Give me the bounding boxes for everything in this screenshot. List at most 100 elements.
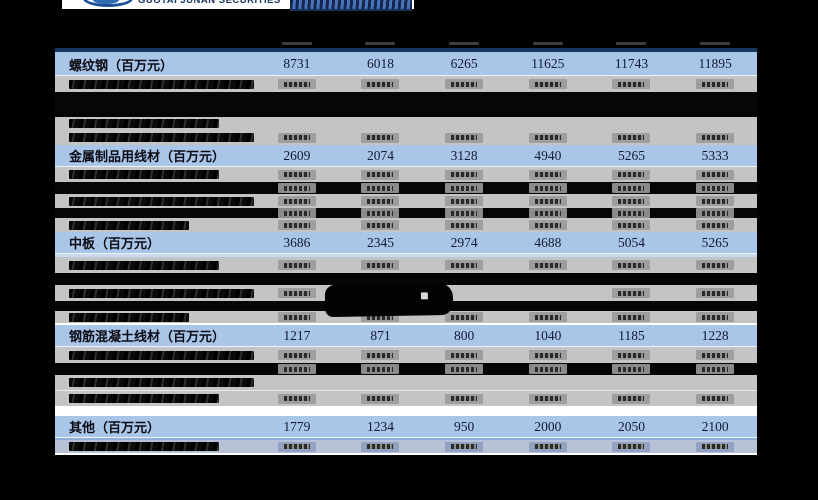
- cell-value: 800: [454, 327, 475, 343]
- revenue-table: 螺纹钢（百万元） 8731 6018 6265 11625 11743 1189…: [55, 38, 757, 455]
- redacted-row: [55, 117, 757, 130]
- redacted-value: [612, 132, 651, 143]
- redacted-value: [696, 169, 735, 180]
- cell-value: 1234: [366, 418, 394, 434]
- redacted-value: [277, 393, 316, 404]
- redacted-value: [696, 196, 735, 206]
- row-label: 其他（百万元）: [69, 420, 161, 435]
- redacted-value: [696, 441, 735, 452]
- redacted-label: [69, 220, 189, 230]
- redacted-header-cell: [281, 41, 312, 45]
- cell-value: 2100: [701, 418, 729, 434]
- redacted-value: [445, 393, 484, 404]
- redaction-bar: [55, 208, 757, 218]
- redacted-value: [445, 350, 484, 360]
- redacted-value: [612, 350, 651, 360]
- redacted-value: [612, 288, 651, 298]
- redacted-value: [612, 220, 651, 230]
- redacted-label: [69, 260, 219, 270]
- redacted-label: [69, 119, 219, 128]
- redacted-value: [445, 441, 484, 452]
- row-separator: [55, 406, 757, 416]
- redacted-value: [696, 288, 735, 298]
- redacted-value: [612, 393, 651, 404]
- redacted-value: [528, 441, 567, 452]
- cell-value: 6018: [366, 56, 394, 71]
- redacted-value: [445, 183, 484, 193]
- redacted-value: [528, 132, 567, 143]
- redaction-bar: [55, 273, 757, 285]
- redacted-row: [55, 194, 757, 208]
- redacted-row: [55, 167, 757, 182]
- redacted-value: [445, 169, 484, 180]
- cell-value: 5265: [617, 147, 645, 163]
- cell-value: 2974: [450, 234, 478, 250]
- redacted-row: [55, 390, 757, 406]
- redacted-value: [528, 364, 567, 374]
- table-row-rebar: 螺纹钢（百万元） 8731 6018 6265 11625 11743 1189…: [55, 53, 757, 76]
- row-separator: [55, 254, 757, 257]
- table-row-other: 其他（百万元） 1779 1234 950 2000 2050 2100: [55, 416, 757, 438]
- cell-value: 1779: [283, 418, 311, 434]
- guotai-junan-logo-icon: [83, 0, 133, 7]
- redacted-value: [445, 220, 484, 230]
- redacted-value: [528, 220, 567, 230]
- table-header-redacted: [55, 38, 757, 48]
- redacted-value: [612, 364, 651, 374]
- redaction-bar: [55, 363, 757, 375]
- redacted-value: [277, 288, 316, 298]
- redacted-value: [696, 79, 735, 89]
- cell-value: 11895: [698, 56, 732, 71]
- redacted-value: [528, 312, 567, 322]
- redacted-value: [445, 132, 484, 143]
- redacted-label: [69, 442, 219, 451]
- cell-value: 3128: [450, 147, 478, 163]
- cell-value: 4940: [534, 147, 562, 163]
- redacted-label: [69, 378, 254, 387]
- redacted-value: [361, 220, 400, 230]
- cell-value: 11625: [531, 56, 565, 71]
- table-top-border: [55, 48, 757, 53]
- row-label: 中板（百万元）: [69, 236, 161, 251]
- redacted-value: [696, 260, 735, 270]
- redacted-value: [528, 79, 567, 89]
- redacted-value: [696, 208, 735, 218]
- cell-value: 1228: [701, 327, 729, 343]
- redacted-header-cell: [616, 41, 647, 45]
- redacted-label: [69, 170, 219, 179]
- redacted-label: [69, 350, 254, 360]
- redacted-label: [69, 196, 254, 206]
- cell-value: 2074: [366, 147, 394, 163]
- redacted-value: [361, 208, 400, 218]
- redacted-value: [528, 169, 567, 180]
- redacted-value: [528, 208, 567, 218]
- redacted-value: [361, 132, 400, 143]
- letterhead-redacted-block: [290, 0, 412, 11]
- redaction-bar: [55, 182, 757, 194]
- cell-value: 2345: [366, 234, 394, 250]
- redacted-value: [277, 132, 316, 143]
- cell-value: 5265: [701, 234, 729, 250]
- redaction-bar: [55, 92, 757, 104]
- redacted-row: [55, 257, 757, 273]
- row-label: 螺纹钢（百万元）: [69, 57, 174, 73]
- table-row-medium-plate: 中板（百万元） 3686 2345 2974 4688 5054 5265: [55, 232, 757, 254]
- redacted-value: [612, 183, 651, 193]
- cell-value: 5054: [617, 234, 645, 250]
- redacted-value: [277, 350, 316, 360]
- redacted-value: [361, 393, 400, 404]
- redacted-value: [277, 312, 316, 322]
- redacted-value: [445, 260, 484, 270]
- cell-value: 1185: [618, 327, 645, 343]
- cell-value: 2050: [617, 418, 645, 434]
- redacted-value: [277, 220, 316, 230]
- redacted-value: [528, 350, 567, 360]
- redaction-bar: [55, 104, 757, 117]
- redacted-label: [69, 394, 219, 403]
- redacted-value: [277, 364, 316, 374]
- redacted-value: [361, 260, 400, 270]
- redacted-value: [612, 260, 651, 270]
- redacted-row: [55, 218, 757, 232]
- redacted-value: [696, 220, 735, 230]
